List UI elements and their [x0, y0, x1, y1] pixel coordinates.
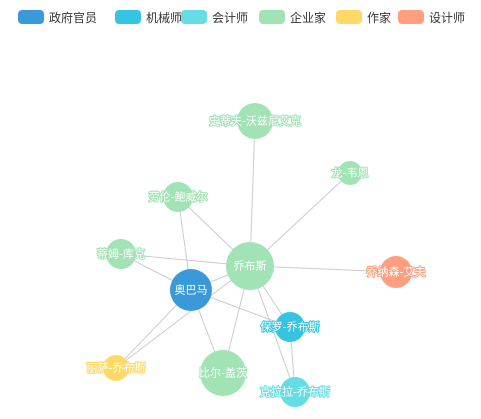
graph-link: [249, 120, 256, 267]
legend-label: 政府官员: [49, 10, 98, 25]
legend-label: 会计师: [212, 10, 249, 25]
node-circle[interactable]: [103, 355, 129, 381]
legend-item[interactable]: 作家: [336, 9, 391, 25]
graph-node[interactable]: 奥巴马: [170, 269, 212, 311]
node-label: 乔纳森-艾夫: [367, 265, 426, 279]
graph-node[interactable]: 比尔-盖茨: [198, 350, 248, 396]
graph-node[interactable]: 史蒂夫-沃兹尼艾克: [208, 103, 302, 139]
node-circle[interactable]: [237, 103, 273, 139]
node-circle[interactable]: [338, 161, 362, 185]
graph-node[interactable]: 蒂姆-库克: [96, 239, 146, 269]
graph-node[interactable]: 乔布斯: [226, 242, 274, 290]
legend-item[interactable]: 企业家: [259, 9, 326, 25]
node-label: 丽萨-乔布斯: [87, 362, 146, 375]
legend-label: 企业家: [290, 10, 327, 25]
legend-item[interactable]: 机械师: [115, 9, 182, 25]
legend-label: 作家: [367, 10, 392, 25]
node-label: 龙-韦恩: [332, 167, 369, 180]
graph-link: [249, 265, 397, 273]
legend-swatch: [336, 10, 362, 24]
legend-swatch: [115, 10, 141, 24]
node-circle[interactable]: [226, 242, 274, 290]
node-circle[interactable]: [280, 377, 310, 407]
graph-node[interactable]: 龙-韦恩: [331, 161, 369, 185]
node-label: 史蒂夫-沃兹尼艾克: [209, 115, 301, 128]
node-label: 克拉拉-乔布斯: [260, 385, 330, 399]
node-label: 比尔-盖茨: [199, 366, 247, 380]
node-label: 奥巴马: [175, 283, 208, 297]
graph-node[interactable]: 保罗-乔布斯: [260, 312, 320, 342]
graph-link: [115, 265, 251, 369]
legend-item[interactable]: 政府官员: [18, 9, 97, 25]
legend-label: 设计师: [429, 10, 466, 25]
node-circle[interactable]: [275, 312, 305, 342]
graph-node[interactable]: 劳伦-鲍威尔: [148, 182, 208, 212]
node-label: 蒂姆-库克: [97, 247, 145, 261]
graph-node[interactable]: 丽萨-乔布斯: [86, 355, 146, 381]
node-label: 乔布斯: [234, 260, 267, 273]
legend-swatch: [398, 10, 424, 24]
legend-item[interactable]: 设计师: [398, 9, 465, 25]
node-circle[interactable]: [163, 182, 193, 212]
graph-node[interactable]: 乔纳森-艾夫: [366, 256, 426, 288]
node-circle[interactable]: [380, 256, 412, 288]
node-circle[interactable]: [106, 239, 136, 269]
legend-swatch: [181, 10, 207, 24]
node-label: 保罗-乔布斯: [261, 320, 320, 334]
graph-node[interactable]: 克拉拉-乔布斯: [259, 377, 331, 407]
node-circle[interactable]: [200, 350, 246, 396]
legend-swatch: [259, 10, 285, 24]
node-label: 劳伦-鲍威尔: [149, 190, 208, 204]
legend-swatch: [18, 10, 44, 24]
legend-item[interactable]: 会计师: [181, 9, 248, 25]
legend-label: 机械师: [146, 10, 183, 25]
node-circle[interactable]: [170, 269, 212, 311]
legend: 政府官员 机械师 会计师 企业家 作家 设计师: [0, 0, 481, 36]
